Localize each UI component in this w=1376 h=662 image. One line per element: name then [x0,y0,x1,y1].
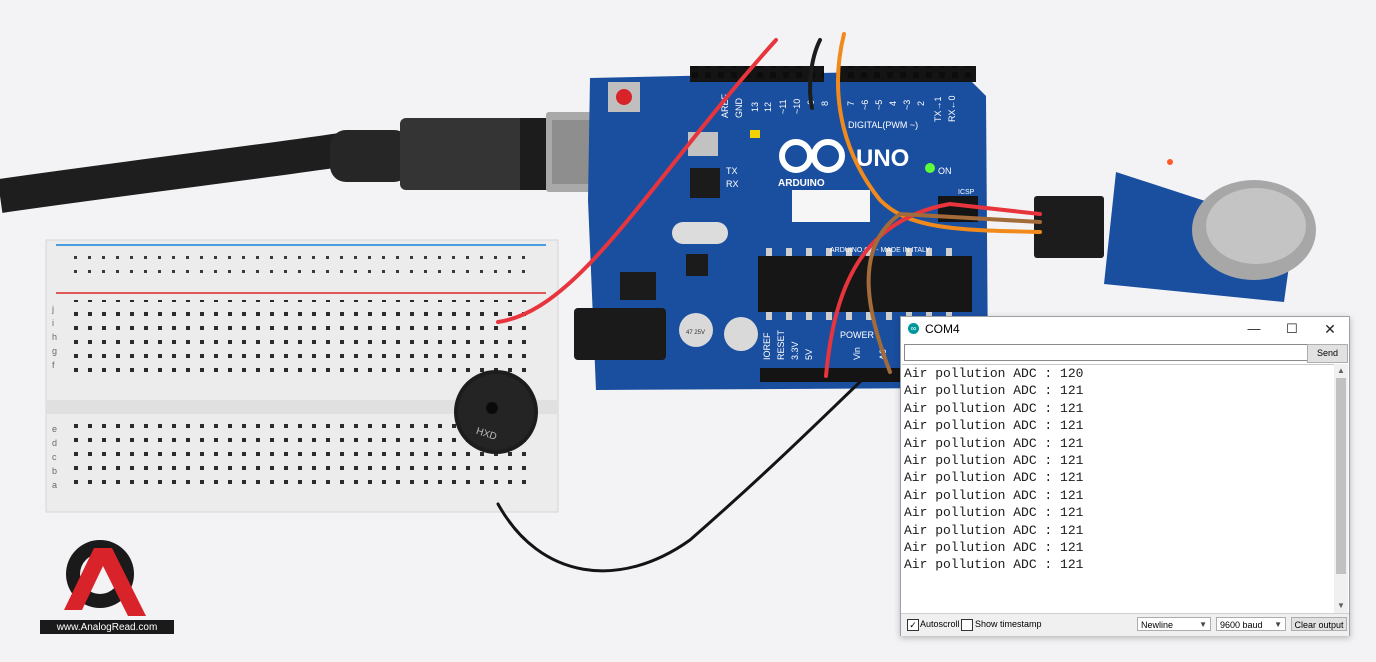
pin-label-8: 8 [820,101,830,106]
output-line: Air pollution ADC : 121 [904,418,1084,434]
board-made-in: ARDUINO.CC - MADE IN ITALY [830,247,930,254]
output-line: Air pollution ADC : 121 [904,539,1084,555]
scrollbar-thumb[interactable] [1336,378,1346,574]
output-line: Air pollution ADC : 121 [904,383,1084,399]
output-line: Air pollution ADC : 121 [904,470,1084,486]
pin-label-10: ~10 [792,99,802,114]
board-rx-label: RX [726,179,739,189]
serial-monitor-window: ∞ COM4 — ☐ ✕ Send Air pollution ADC : 12… [900,316,1350,636]
scroll-up-arrow-icon[interactable]: ▲ [1337,366,1345,375]
chevron-down-icon: ▼ [1199,620,1207,629]
serial-send-input[interactable] [904,344,1310,361]
pin-label-5v: 5V [804,349,814,360]
title-bar[interactable]: ∞ COM4 — ☐ ✕ [901,317,1349,341]
breadboard-row-i: i [52,318,54,328]
pin-label-ioref: IOREF [762,332,772,360]
breadboard [45,239,559,513]
pin-label-11: ~11 [778,99,788,114]
pin-label-aref: AREF [720,93,730,118]
chevron-down-icon: ▼ [1274,620,1282,629]
show-timestamp-checkbox[interactable] [961,619,973,631]
pin-label-12: 12 [763,102,773,112]
board-power-label: POWER [840,330,875,340]
maximize-button[interactable]: ☐ [1286,321,1298,336]
pin-label-3v3: 3.3V [790,341,800,360]
arduino-board [574,66,988,390]
pin-label-13: 13 [750,102,760,112]
status-bar: ✓ Autoscroll Show timestamp Newline ▼ 96… [901,613,1349,636]
pin-label-6: ~6 [860,100,870,110]
serial-output[interactable]: Air pollution ADC : 120 Air pollution AD… [902,364,1334,614]
breadboard-row-h: h [52,332,57,342]
pin-label-5: ~5 [874,100,884,110]
jumper-wires [496,32,1042,573]
gas-sensor-module [1034,159,1316,302]
output-line: Air pollution ADC : 121 [904,505,1084,521]
line-ending-select[interactable]: Newline ▼ [1137,617,1211,631]
board-tx-label: TX [726,166,738,176]
send-row: Send [901,343,1349,363]
output-line: Air pollution ADC : 120 [904,366,1084,381]
buzzer: HXD [454,370,538,454]
analogread-logo [40,540,174,634]
pin-label-4: 4 [888,101,898,106]
watermark-url: www.AnalogRead.com [56,622,158,633]
pin-label-reset: RESET [776,329,786,360]
output-line: Air pollution ADC : 121 [904,487,1084,503]
send-button[interactable]: Send [1307,344,1348,363]
board-logo: UNO [856,145,909,172]
breadboard-row-b: b [52,466,57,476]
baud-rate-value: 9600 baud [1220,620,1263,630]
autoscroll-checkbox[interactable]: ✓ [907,619,919,631]
breadboard-row-c: c [52,452,57,462]
output-line: Air pollution ADC : 121 [904,522,1084,538]
board-digital-label: DIGITAL(PWM ~) [848,120,918,130]
breadboard-row-f: f [52,360,55,370]
scroll-down-arrow-icon[interactable]: ▼ [1337,601,1345,610]
show-timestamp-label: Show timestamp [975,619,1042,629]
pin-label-tx: TX→1 [933,96,943,122]
capacitor-label: 47 25V [686,330,705,336]
breadboard-row-j: j [51,304,54,314]
pin-label-gnd: GND [734,98,744,119]
baud-rate-select[interactable]: 9600 baud ▼ [1216,617,1286,631]
line-ending-value: Newline [1141,620,1174,630]
output-line: Air pollution ADC : 121 [904,557,1084,573]
output-line: Air pollution ADC : 121 [904,400,1084,416]
minimize-button[interactable]: — [1247,321,1261,336]
window-title: COM4 [925,322,960,336]
breadboard-row-g: g [52,346,57,356]
output-line: Air pollution ADC : 121 [904,435,1084,451]
arduino-icon: ∞ [908,323,919,334]
close-button[interactable]: ✕ [1324,321,1336,337]
pin-label-vin: Vin [852,347,862,360]
board-brand: ARDUINO [778,178,825,189]
pin-label-3: ~3 [902,100,912,110]
board-icsp: ICSP [958,189,975,196]
pin-label-rx: RX←0 [947,95,957,122]
breadboard-row-e: e [52,424,57,434]
pin-label-7: 7 [846,101,856,106]
breadboard-row-a: a [52,480,57,490]
breadboard-row-d: d [52,438,57,448]
board-on-label: ON [938,166,952,176]
output-line: Air pollution ADC : 121 [904,452,1084,468]
autoscroll-label: Autoscroll [920,619,960,629]
clear-output-button[interactable]: Clear output [1291,617,1347,631]
vertical-scrollbar[interactable]: ▲ ▼ [1334,364,1348,613]
pin-label-2: 2 [916,101,926,106]
